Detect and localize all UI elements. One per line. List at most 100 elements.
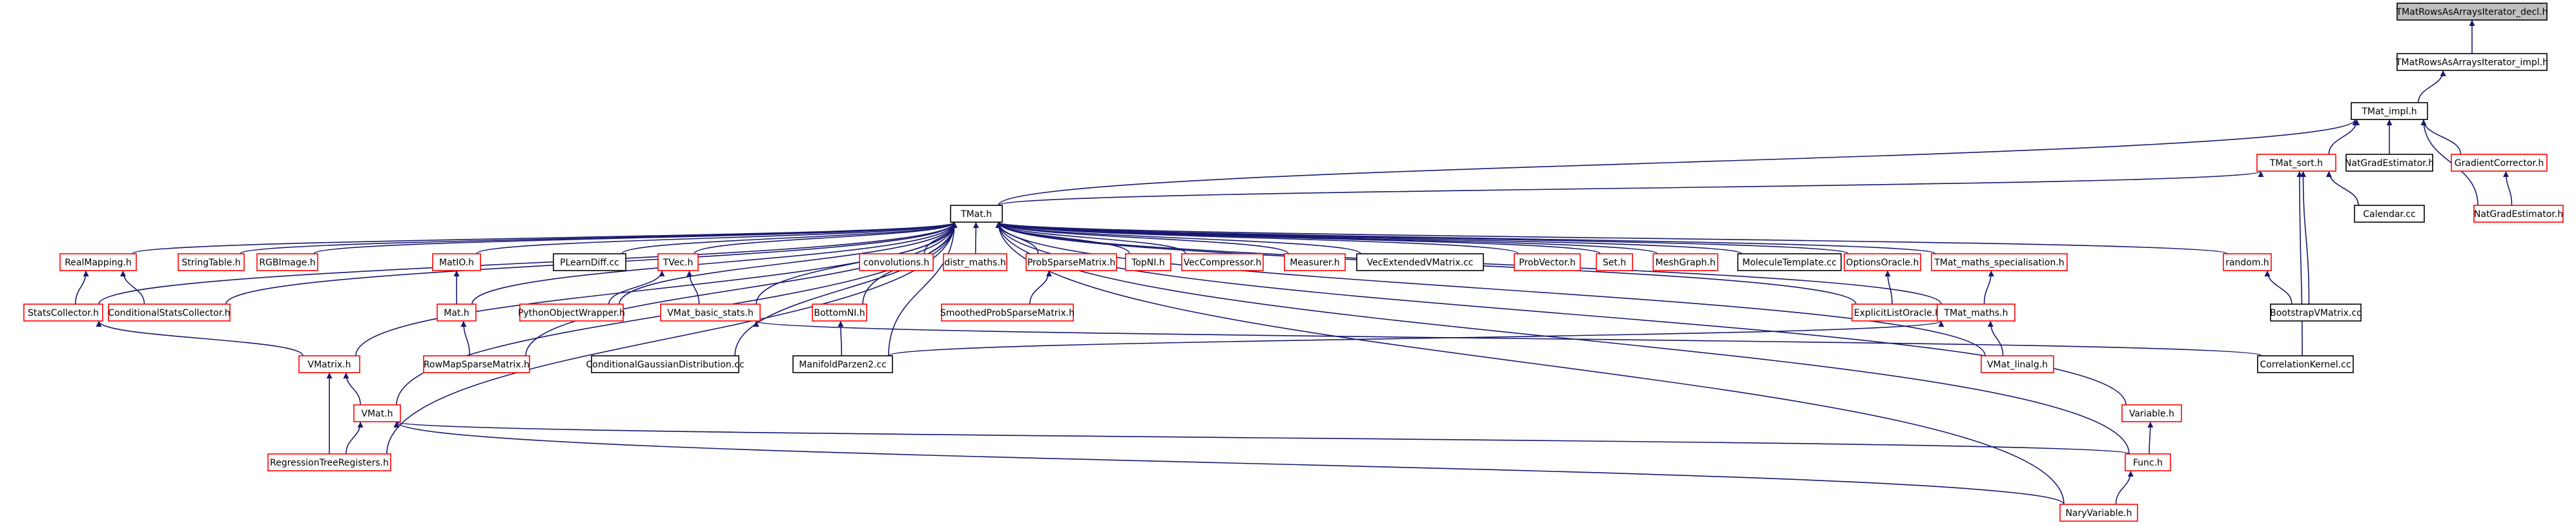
node-box (2270, 304, 2362, 322)
node-tmat_sort[interactable]: TMat_sort.h (2256, 154, 2336, 172)
node-convolutions[interactable]: convolutions.h (859, 253, 934, 271)
node-root[interactable]: TMatRowsAsArraysIterator_decl.h (2396, 3, 2548, 21)
node-tmat[interactable]: TMat.h (950, 205, 1003, 223)
edge-tmat-to-tmat_impl (998, 119, 2358, 206)
node-label: VecCompressor.h (1184, 258, 1262, 268)
node-random[interactable]: random.h (2223, 253, 2272, 271)
node-box (2451, 154, 2548, 172)
node-label: Func.h (2133, 458, 2163, 468)
node-box (1937, 304, 2015, 322)
node-smoothprob[interactable]: SmoothedProbSparseMatrix.h (940, 304, 1075, 322)
node-box (1851, 304, 1943, 322)
node-label: RowMapSparseMatrix.h (424, 360, 530, 370)
edge-vmatrix-to-tmat (355, 221, 958, 356)
node-meshgraph[interactable]: MeshGraph.h (1653, 253, 1718, 271)
edge-natgrad_est2-to-tmat_impl (2420, 119, 2478, 206)
node-distr_maths[interactable]: distr_maths.h (943, 253, 1007, 271)
node-label: Set.h (1603, 258, 1626, 268)
node-box (943, 253, 1007, 271)
node-veccomp[interactable]: VecCompressor.h (1181, 253, 1264, 271)
edge-naryvar-to-vmat (393, 421, 2065, 505)
edge-naryvar-to-tmat (995, 221, 2065, 505)
node-vecext[interactable]: VecExtendedVMatrix.cc (1356, 253, 1484, 271)
node-label: StringTable.h (181, 258, 240, 268)
node-rgbimage[interactable]: RGBImage.h (256, 253, 318, 271)
edge-corrkernel-to-vmat_basic (754, 320, 2262, 356)
node-measurer[interactable]: Measurer.h (1284, 253, 1346, 271)
node-box (23, 304, 103, 322)
node-moltemplate[interactable]: MoleculeTemplate.cc (1737, 253, 1842, 271)
node-box (432, 253, 481, 271)
edge-measurer-to-tmat (995, 221, 1289, 254)
node-box (950, 205, 1003, 223)
node-vmatrix[interactable]: VMatrix.h (298, 355, 360, 373)
node-box (1931, 253, 2068, 271)
node-label: ConditionalGaussianDistribution.cc (586, 360, 744, 370)
node-variable[interactable]: Variable.h (2121, 404, 2182, 422)
node-box (1514, 253, 1581, 271)
node-box (657, 253, 699, 271)
edge-vmat_linalg-to-tmat_maths (1987, 320, 2004, 356)
node-box (660, 304, 761, 322)
node-vmat[interactable]: VMat.h (353, 404, 401, 422)
node-tvec[interactable]: TVec.h (657, 253, 699, 271)
node-grad_corr[interactable]: GradientCorrector.h (2451, 154, 2548, 172)
node-realmapping[interactable]: RealMapping.h (59, 253, 137, 271)
node-label: TMatRowsAsArraysIterator_impl.h (2395, 57, 2548, 68)
node-stringtable[interactable]: StringTable.h (178, 253, 245, 271)
edge-grad_corr-to-tmat_impl (2420, 119, 2462, 155)
node-probsparse[interactable]: ProbSparseMatrix.h (1025, 253, 1117, 271)
node-tmat_maths[interactable]: TMat_maths.h (1937, 304, 2015, 322)
node-box (108, 304, 231, 322)
node-naryvar[interactable]: NaryVariable.h (2059, 504, 2138, 522)
node-condstats[interactable]: ConditionalStatsCollector.h (108, 304, 231, 322)
node-label: TMat_maths.h (1944, 308, 2008, 318)
node-label: NaryVariable.h (2065, 508, 2132, 519)
node-condgauss[interactable]: ConditionalGaussianDistribution.cc (586, 355, 745, 373)
node-tmat_impl[interactable]: TMat_impl.h (2351, 102, 2428, 120)
node-box (267, 453, 391, 471)
node-topnl[interactable]: TopNI.h (1125, 253, 1171, 271)
node-label: ConditionalStatsCollector.h (108, 308, 230, 318)
node-box (2473, 205, 2564, 223)
edge-natgrad_est2-to-grad_corr (2503, 170, 2513, 206)
node-label: VMatrix.h (308, 360, 351, 370)
node-label: VMat.h (361, 409, 393, 419)
node-box (437, 304, 477, 322)
node-box (2345, 154, 2433, 172)
node-bootstrap[interactable]: BootstrapVMatrix.cc (2270, 304, 2362, 322)
edge-rgbimage-to-tmat (313, 221, 958, 254)
node-plearndiff[interactable]: PLearnDiff.cc (553, 253, 626, 271)
node-box (2354, 205, 2425, 223)
node-label: SmoothedProbSparseMatrix.h (940, 308, 1075, 318)
node-explist[interactable]: ExplicitListOracle.h (1851, 304, 1943, 322)
node-corrkernel[interactable]: CorrelationKernel.cc (2257, 355, 2354, 373)
node-calendar[interactable]: Calendar.cc (2354, 205, 2425, 223)
node-set[interactable]: Set.h (1596, 253, 1633, 271)
node-vmat_basic[interactable]: VMat_basic_stats.h (660, 304, 761, 322)
node-func[interactable]: Func.h (2125, 453, 2171, 471)
node-label: BootstrapVMatrix.cc (2270, 308, 2362, 318)
node-natgrad_est2[interactable]: NatGradEstimator.h (2473, 205, 2564, 223)
node-manifold[interactable]: ManifoldParzen2.cc (792, 355, 893, 373)
node-statscoll[interactable]: StatsCollector.h (23, 304, 103, 322)
node-natgrad_est[interactable]: NatGradEstimator.h (2345, 154, 2434, 172)
edge-func-to-vmat (394, 421, 2130, 455)
node-impl_iter[interactable]: TMatRowsAsArraysIterator_impl.h (2395, 53, 2548, 71)
node-label: TVec.h (663, 258, 694, 268)
node-vmat_linalg[interactable]: VMat_linalg.h (1981, 355, 2054, 373)
node-rowmap[interactable]: RowMapSparseMatrix.h (423, 355, 530, 373)
node-math[interactable]: Mat.h (437, 304, 477, 322)
node-optoracle[interactable]: OptionsOracle.h (1844, 253, 1921, 271)
node-label: MeshGraph.h (1655, 258, 1715, 268)
edge-vmatrix-to-statscoll (96, 320, 304, 356)
node-pyobjwrap[interactable]: PythonObjectWrapper.h (518, 304, 625, 322)
node-regtree[interactable]: RegressionTreeRegisters.h (267, 453, 391, 471)
node-bottomnl[interactable]: BottomNI.h (812, 304, 867, 322)
edge-tmat_maths-to-tmat_maths_spec (1983, 270, 1994, 305)
node-probvector[interactable]: ProbVector.h (1514, 253, 1581, 271)
node-label: GradientCorrector.h (2455, 158, 2544, 169)
node-matio[interactable]: MatIO.h (432, 253, 481, 271)
node-tmat_maths_spec[interactable]: TMat_maths_specialisation.h (1931, 253, 2068, 271)
